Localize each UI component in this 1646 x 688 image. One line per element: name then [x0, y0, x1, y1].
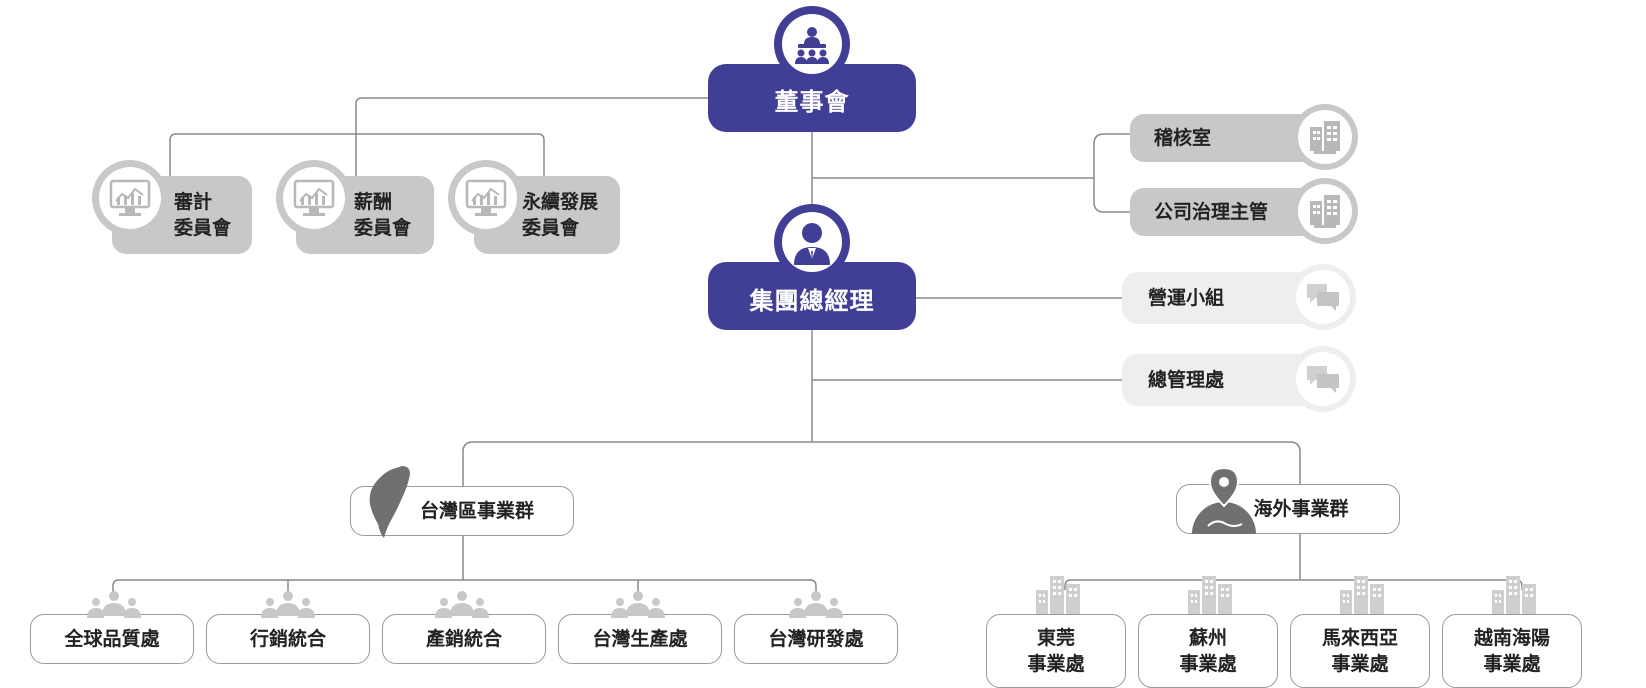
- committee-label: 薪酬 委員會: [354, 191, 412, 239]
- committee-icon-badge: [448, 160, 524, 236]
- division-label: 行銷統合: [249, 628, 326, 650]
- gm-unit-label: 營運小組: [1148, 287, 1225, 309]
- board-unit-icon-badge: [1292, 104, 1358, 170]
- city-buildings-icon: [1036, 576, 1080, 614]
- division-label: 全球品質處: [64, 628, 160, 650]
- monitor-chart-icon: [109, 179, 151, 216]
- gm-unit-label: 總管理處: [1148, 369, 1225, 391]
- team-icon: [611, 591, 665, 618]
- overseas-division-node[interactable]: 東莞 事業處: [986, 614, 1126, 688]
- committee-icon-badge: [92, 160, 168, 236]
- division-label: 越南海陽 事業處: [1473, 627, 1550, 675]
- group-label: 台灣區事業群: [419, 500, 534, 522]
- team-icon: [261, 591, 315, 618]
- board-unit-icon-badge: [1292, 178, 1358, 244]
- division-label: 馬來西亞 事業處: [1321, 627, 1398, 675]
- taiwan-division-node[interactable]: 台灣生產處: [558, 614, 722, 664]
- division-label: 東莞 事業處: [1027, 627, 1085, 675]
- division-label: 蘇州 事業處: [1179, 627, 1237, 675]
- team-icon: [435, 591, 489, 618]
- gm-icon-badge: [774, 204, 850, 280]
- taiwan-map-icon: [369, 466, 410, 538]
- monitor-chart-icon: [293, 179, 335, 216]
- board-meeting-icon: [795, 27, 829, 64]
- manager-icon: [794, 223, 830, 265]
- chat-bubbles-icon: [1307, 366, 1339, 393]
- city-buildings-icon: [1340, 576, 1384, 614]
- gm-unit-icon-badge: [1290, 264, 1356, 330]
- overseas-division-node[interactable]: 蘇州 事業處: [1138, 614, 1278, 688]
- board-icon-badge: [774, 6, 850, 82]
- board-label: 董事會: [774, 88, 850, 116]
- taiwan-division-node[interactable]: 全球品質處: [30, 614, 194, 664]
- gm-label: 集團總經理: [749, 287, 875, 315]
- team-icon: [789, 591, 843, 618]
- division-label: 產銷統合: [425, 628, 502, 650]
- division-label: 台灣生產處: [592, 628, 688, 650]
- division-label: 台灣研發處: [768, 628, 864, 650]
- committee-icon-badge: [276, 160, 352, 236]
- committee-label: 審計 委員會: [174, 191, 232, 239]
- committee-label: 永續發展 委員會: [522, 191, 599, 239]
- city-buildings-icon: [1492, 576, 1536, 614]
- taiwan-division-node[interactable]: 行銷統合: [206, 614, 370, 664]
- overseas-division-node[interactable]: 越南海陽 事業處: [1442, 614, 1582, 688]
- globe-pin-icon: [1192, 466, 1256, 534]
- board-unit-label: 稽核室: [1154, 127, 1212, 149]
- building-icon: [1310, 121, 1340, 154]
- chat-bubbles-icon: [1307, 284, 1339, 311]
- gm-unit-icon-badge: [1290, 346, 1356, 412]
- city-buildings-icon: [1188, 576, 1232, 614]
- building-icon: [1310, 195, 1340, 228]
- team-icon: [87, 591, 141, 618]
- board-unit-label: 公司治理主管: [1154, 201, 1269, 223]
- overseas-division-node[interactable]: 馬來西亞 事業處: [1290, 614, 1430, 688]
- monitor-chart-icon: [465, 179, 507, 216]
- group-label: 海外事業群: [1253, 498, 1349, 520]
- taiwan-division-node[interactable]: 台灣研發處: [734, 614, 898, 664]
